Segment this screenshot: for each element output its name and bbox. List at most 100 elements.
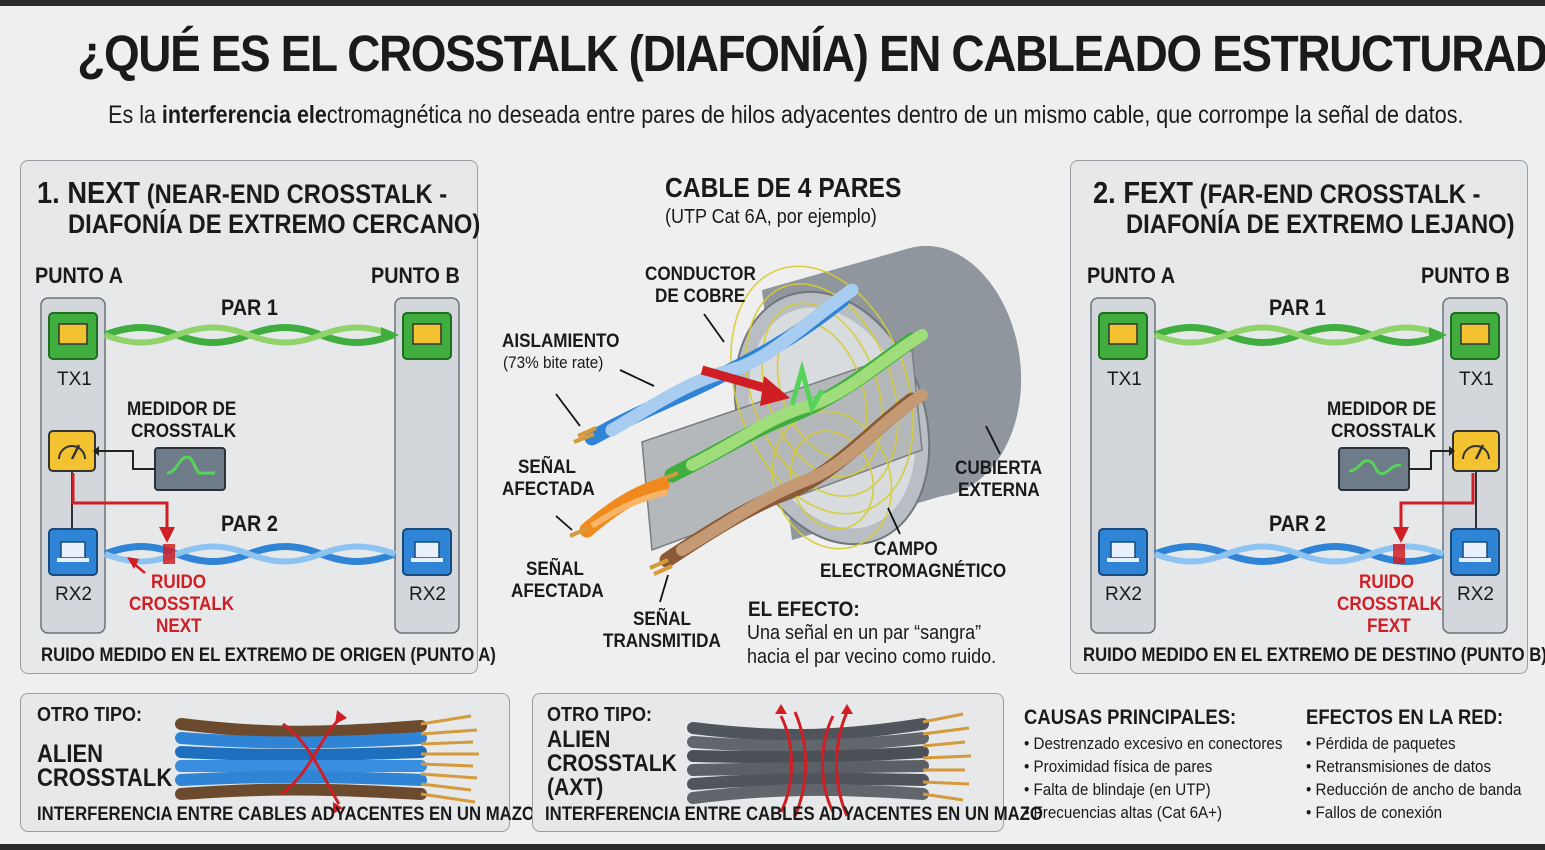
subtitle-post: ctromagnética no deseada entre pares de …: [326, 101, 1464, 129]
fext-pair2-label: PAR 2: [1269, 511, 1326, 536]
effects-item: • Reducción de ancho de banda: [1306, 781, 1522, 799]
fext-tx-left-label: TX1: [1107, 369, 1142, 390]
crosstalk-arrow: [700, 365, 774, 395]
alien-panel-2: OTRO TIPO: ALIEN CROSSTALK (AXT) INTERFE…: [532, 693, 1043, 832]
causes-title: CAUSAS PRINCIPALES:: [1024, 706, 1237, 729]
fext-point-a: PUNTO A: [1087, 263, 1176, 288]
label-field-1: CAMPO: [874, 539, 938, 560]
fext-scope-link: [1409, 450, 1449, 470]
label-affected2-1: SEÑAL: [526, 559, 584, 580]
label-field-2: ELECTROMAGNÉTICO: [820, 561, 1007, 582]
alien-panel-1: OTRO TIPO: ALIEN CROSSTALK INTERFERENCIA…: [20, 693, 535, 832]
subtitle-pre: Es la: [108, 101, 162, 129]
next-noise-label-2: CROSSTALK: [129, 594, 235, 615]
next-pair2-strand-b: [103, 543, 397, 565]
top-border: [0, 0, 1545, 6]
next-meter-label-1: MEDIDOR DE: [127, 399, 237, 420]
noise-spike: [789, 360, 825, 415]
effect-line-2: hacia el par vecino como ruido.: [747, 646, 997, 668]
next-diagram: [40, 297, 460, 634]
label-conductor-2: DE COBRE: [655, 286, 746, 307]
next-gauge: [48, 430, 96, 472]
alien-interference-1: [280, 716, 342, 805]
fext-heading-num: 2. FEXT: [1093, 175, 1194, 210]
alien-bundle-2: [687, 704, 972, 817]
subtitle-bold: interferencia ele: [161, 101, 327, 129]
fext-diagram: [1090, 297, 1508, 634]
fext-meter-label-1: MEDIDOR DE: [1327, 399, 1437, 420]
bottom-border: [0, 844, 1545, 850]
alien2-name-3: (AXT): [547, 774, 604, 801]
cable-pair-blue-b: [605, 283, 859, 437]
effect-title: EL EFECTO:: [748, 598, 860, 621]
fext-pair1-arrow: [1429, 327, 1447, 343]
alien1-name-2: CROSSTALK: [37, 764, 173, 792]
label-affected1-1: SEÑAL: [518, 457, 576, 478]
cable-title: CABLE DE 4 PARES: [665, 172, 902, 203]
causes-item: • Falta de blindaje (en UTP): [1024, 781, 1211, 799]
next-pair1-strand-b: [103, 324, 395, 346]
fext-panel: 2. FEXT (FAR-END CROSSTALK - DIAFONÍA DE…: [1070, 160, 1545, 674]
next-meter-label-2: CROSSTALK: [131, 421, 237, 442]
next-noise-label-1: RUIDO: [151, 572, 207, 593]
fext-footer: RUIDO MEDIDO EN EL EXTREMO DE DESTINO (P…: [1083, 645, 1545, 666]
next-footer: RUIDO MEDIDO EN EL EXTREMO DE ORIGEN (PU…: [41, 645, 496, 666]
alien1-name-1: ALIEN: [37, 740, 103, 768]
next-pair1-arrow: [381, 327, 399, 343]
alien-bundle-1: [175, 710, 479, 814]
alien2-name-1: ALIEN: [547, 726, 611, 753]
next-heading-num: 1. NEXT: [37, 175, 141, 210]
label-transmitted-2: TRANSMITIDA: [603, 631, 721, 652]
fext-pair1-label: PAR 1: [1269, 295, 1326, 320]
alien2-footer: INTERFERENCIA ENTRE CABLES ADYACENTES EN…: [545, 804, 1043, 825]
label-jacket-1: CUBIERTA: [955, 458, 1043, 479]
fext-meter-label-2: CROSSTALK: [1331, 421, 1437, 442]
cable-pair-brown-b: [676, 389, 928, 556]
alien-interference-2: [779, 711, 849, 817]
label-jacket-2: EXTERNA: [958, 480, 1040, 501]
fext-rx-right-label: RX2: [1457, 584, 1494, 605]
fext-heading: 2. FEXT (FAR-END CROSSTALK -: [1093, 175, 1480, 211]
label-transmitted-1: SEÑAL: [633, 609, 691, 630]
fext-noise-spot: [1393, 544, 1405, 564]
fext-gauge: [1452, 430, 1500, 472]
effects-item: • Retransmisiones de datos: [1306, 758, 1492, 776]
alien2-label: OTRO TIPO:: [547, 704, 653, 726]
next-noise-spot: [163, 544, 175, 564]
fext-noise-label-1: RUIDO: [1359, 572, 1415, 593]
label-insulation-note: (73% bite rate): [503, 353, 604, 372]
cable-spline: [641, 348, 923, 552]
alien1-label: OTRO TIPO:: [37, 704, 143, 726]
alien2-name-2: CROSSTALK: [547, 750, 677, 777]
next-pair2-label: PAR 2: [221, 511, 278, 536]
effects-item: • Pérdida de paquetes: [1306, 735, 1456, 753]
effects-title: EFECTOS EN LA RED:: [1306, 706, 1504, 729]
next-heading-line2: DIAFONÍA DE EXTREMO CERCANO): [68, 209, 481, 239]
fext-point-b: PUNTO B: [1421, 263, 1510, 288]
next-noise-label-3: NEXT: [156, 616, 202, 637]
next-rx-right-label: RX2: [409, 584, 446, 605]
fext-pair2-strand-b: [1153, 543, 1445, 565]
next-scope: [154, 447, 226, 491]
next-noise-path: [71, 473, 169, 533]
fext-heading-line2: DIAFONÍA DE EXTREMO LEJANO): [1126, 209, 1515, 239]
next-point-a: PUNTO A: [35, 263, 124, 288]
label-insulation: AISLAMIENTO: [502, 331, 620, 352]
effect-line-1: Una señal en un par “sangra”: [747, 622, 982, 644]
next-heading: 1. NEXT (NEAR-END CROSSTALK -: [37, 175, 447, 211]
fext-scope: [1338, 447, 1410, 491]
next-point-b: PUNTO B: [371, 263, 460, 288]
effects-item: • Fallos de conexión: [1306, 804, 1443, 822]
fext-noise-label-2: CROSSTALK: [1337, 594, 1443, 615]
label-affected1-2: AFECTADA: [502, 479, 595, 500]
causes-item: • Proximidad física de pares: [1024, 758, 1213, 776]
next-heading-rest: (NEAR-END CROSSTALK -: [140, 179, 448, 209]
next-panel: 1. NEXT (NEAR-END CROSSTALK - DIAFONÍA D…: [20, 160, 496, 674]
fext-pair1-strand-b: [1153, 324, 1443, 346]
next-rx-left-label: RX2: [55, 584, 92, 605]
page-title: ¿QUÉ ES EL CROSSTALK (DIAFONÍA) EN CABLE…: [77, 25, 1545, 82]
fext-noise-path: [1399, 473, 1475, 533]
page-subtitle: Es la interferencia electromagnética no …: [108, 101, 1463, 130]
next-tx-label: TX1: [57, 369, 92, 390]
causes-item: • Frecuencias altas (Cat 6A+): [1024, 804, 1223, 822]
